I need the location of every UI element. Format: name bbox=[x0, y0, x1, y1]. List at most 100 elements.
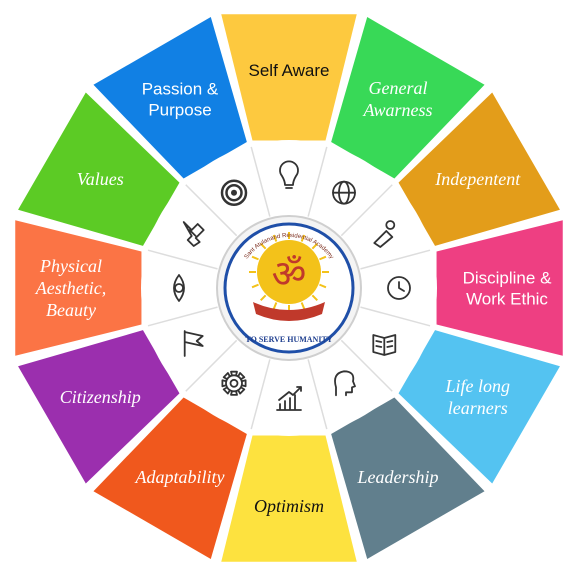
eye-icon bbox=[173, 274, 185, 302]
segment-adaptability-block bbox=[93, 397, 247, 559]
segment-indepentent-label: Indepentent bbox=[434, 169, 521, 189]
growth-chart-icon bbox=[276, 386, 302, 411]
segment-label-line: Values bbox=[77, 169, 124, 189]
logo-sun-ray bbox=[319, 283, 327, 289]
segment-label-line: Indepentent bbox=[434, 169, 521, 189]
segment-label-line: Optimism bbox=[254, 496, 324, 516]
logo-sun-ray bbox=[319, 255, 327, 261]
logo-sun-ray bbox=[260, 294, 267, 301]
icon-ring-divider bbox=[340, 184, 393, 237]
flag-icon bbox=[183, 330, 204, 357]
segment-label-line: Citizenship bbox=[60, 387, 141, 407]
segment-life-long-learners-block bbox=[398, 330, 560, 484]
clock-icon bbox=[387, 276, 411, 300]
segment-self-aware-label: Self Aware bbox=[249, 61, 330, 80]
segment-indepentent-block bbox=[398, 92, 560, 246]
segment-label-line: Beauty bbox=[46, 300, 96, 320]
segment-label-line: Discipline & bbox=[463, 269, 552, 288]
segment-label-line: Aesthetic, bbox=[35, 278, 106, 298]
logo-sun-ray bbox=[272, 234, 278, 242]
logo-sun-ray bbox=[300, 234, 306, 242]
segment-citizenship: Citizenship bbox=[18, 330, 180, 484]
logo-sun-ray bbox=[251, 283, 259, 289]
segment-physical-aesthetic-beauty-block bbox=[15, 220, 142, 356]
icon-ring-divider bbox=[250, 146, 271, 217]
segment-optimism: Optimism bbox=[221, 435, 357, 562]
segment-discipline-work-ethic: Discipline & Work Ethic bbox=[436, 220, 563, 356]
segment-label-line: General bbox=[369, 78, 428, 98]
segment-discipline-work-ethic-label: Discipline & Work Ethic bbox=[463, 269, 552, 309]
icon-ring-dividers bbox=[147, 146, 431, 430]
icon-ring-divider bbox=[360, 306, 431, 327]
segment-leadership-label: Leadership bbox=[357, 467, 439, 487]
segment-label-line: Adaptability bbox=[135, 467, 225, 487]
logo-sun-ray bbox=[272, 302, 278, 310]
segment-passion-purpose: Passion & Purpose bbox=[93, 17, 247, 179]
target-icon bbox=[220, 179, 248, 206]
gear-icon bbox=[221, 370, 247, 396]
segment-self-aware: Self Aware bbox=[221, 14, 357, 141]
segment-label-line: Physical bbox=[39, 256, 102, 276]
logo-sun-ray bbox=[251, 255, 259, 261]
handshake-icon bbox=[182, 221, 205, 247]
icon-ring-divider bbox=[185, 339, 238, 392]
icon-ring-divider bbox=[185, 184, 238, 237]
icon-ring-divider bbox=[307, 146, 328, 217]
segment-leadership-block bbox=[331, 397, 485, 559]
logo-sun-ray bbox=[311, 243, 318, 250]
logo-sun-emblem bbox=[257, 240, 321, 304]
segment-adaptability-label: Adaptability bbox=[135, 467, 225, 487]
logo-sun-ray bbox=[260, 243, 267, 250]
icon-ring-divider bbox=[147, 249, 218, 270]
segment-self-aware-block bbox=[221, 14, 357, 141]
book-icon bbox=[372, 334, 397, 356]
segment-passion-purpose-label: Passion & Purpose bbox=[142, 80, 219, 120]
segment-label-line: Life long bbox=[445, 376, 511, 396]
head-profile-icon bbox=[334, 370, 356, 397]
segment-adaptability: Adaptability bbox=[93, 397, 247, 559]
segment-label-line: Self Aware bbox=[249, 61, 330, 80]
segment-passion-purpose-block bbox=[93, 17, 247, 179]
logo-sun-ray bbox=[311, 294, 318, 301]
segment-leadership: Leadership bbox=[331, 397, 485, 559]
logo-motto: TO SERVE HUMANITY bbox=[245, 335, 332, 344]
icon-ring-divider bbox=[147, 306, 218, 327]
segment-discipline-work-ethic-block bbox=[436, 220, 563, 356]
icon-ring-divider bbox=[360, 249, 431, 270]
segment-indepentent: Indepentent bbox=[398, 92, 560, 246]
segment-label-line: Passion & bbox=[142, 80, 219, 99]
segment-label-line: Leadership bbox=[357, 467, 439, 487]
logo-sun-rays bbox=[249, 232, 329, 312]
school-logo: ॐ Sant Atulanand Residential Academy TO … bbox=[216, 215, 362, 361]
icon-ring-divider bbox=[340, 339, 393, 392]
segment-label-line: Work Ethic bbox=[466, 290, 548, 309]
icon-ring-divider bbox=[250, 359, 271, 430]
segment-general-awarness-block bbox=[331, 17, 485, 179]
logo-sun-ray bbox=[300, 302, 306, 310]
segment-values-label: Values bbox=[77, 169, 124, 189]
logo-banner bbox=[253, 302, 325, 321]
om-symbol-icon: ॐ bbox=[272, 252, 307, 296]
person-icon bbox=[373, 220, 396, 248]
icons bbox=[173, 160, 411, 411]
lightbulb-icon bbox=[279, 160, 299, 189]
globe-icon bbox=[332, 180, 356, 205]
segment-values: Values bbox=[18, 92, 180, 246]
segment-citizenship-label: Citizenship bbox=[60, 387, 141, 407]
segment-label-line: Purpose bbox=[148, 101, 211, 120]
segment-citizenship-block bbox=[18, 330, 180, 484]
segment-optimism-block bbox=[221, 435, 357, 562]
segment-label-line: learners bbox=[448, 398, 508, 418]
segment-optimism-label: Optimism bbox=[254, 496, 324, 516]
segment-values-block bbox=[18, 92, 180, 246]
segment-label-line: Awarness bbox=[362, 100, 432, 120]
icon-ring-divider bbox=[307, 359, 328, 430]
